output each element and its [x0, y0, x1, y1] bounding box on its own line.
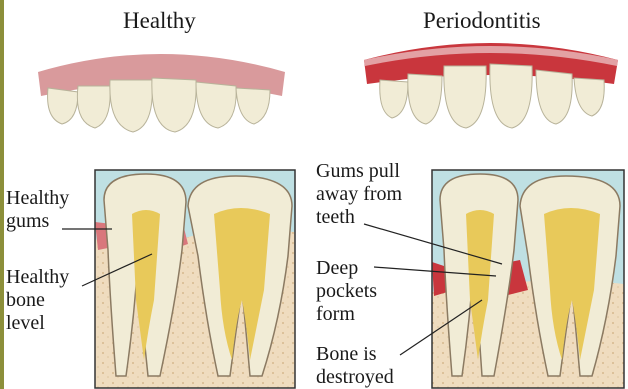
label-deep-pockets: Deep pockets form	[316, 257, 377, 326]
label-healthy-gums: Healthy gums	[6, 187, 69, 233]
label-bone-destroyed: Bone is destroyed	[316, 343, 394, 389]
healthy-cross-section	[95, 170, 295, 388]
healthy-teeth-top-view	[38, 54, 285, 132]
periodontitis-cross-section	[432, 170, 624, 388]
label-healthy-bone-level: Healthy bone level	[6, 266, 69, 335]
label-gums-pull-away: Gums pull away from teeth	[316, 160, 402, 229]
periodontitis-teeth-top-view	[364, 43, 618, 128]
